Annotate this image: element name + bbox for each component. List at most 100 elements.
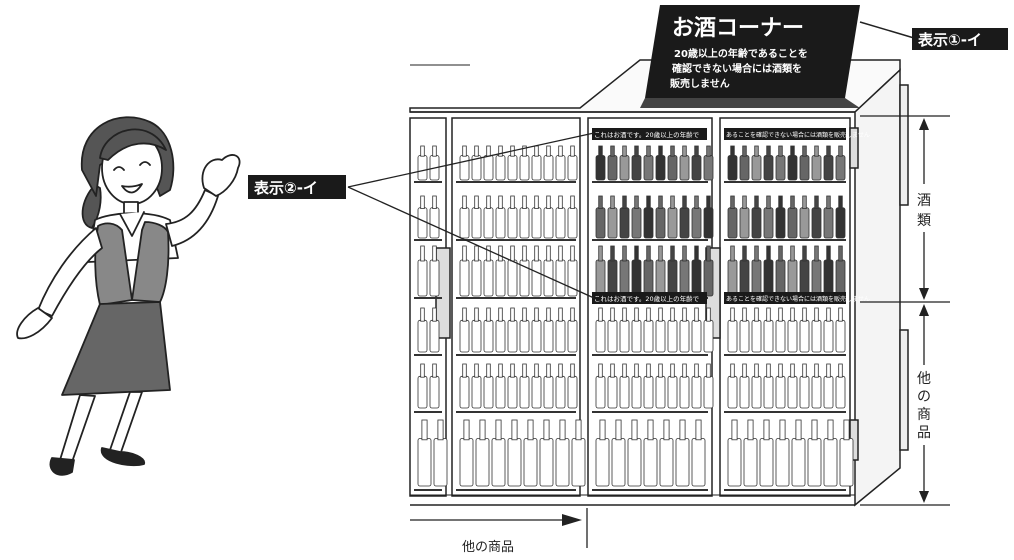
bottle-neck <box>814 307 819 322</box>
bottle-neck <box>432 195 437 210</box>
bottle-neck <box>522 145 527 157</box>
bottle-neck <box>843 419 850 441</box>
bottle <box>471 207 482 239</box>
bottle-neck <box>790 195 795 210</box>
bottle <box>835 207 846 239</box>
bottle <box>429 375 440 409</box>
bottle-neck <box>546 245 551 262</box>
bottle-neck <box>522 363 527 378</box>
bottle-neck <box>730 145 735 157</box>
bottle <box>799 319 810 353</box>
bottle-neck <box>420 363 425 378</box>
bottle-neck <box>534 363 539 378</box>
bottle-neck <box>558 195 563 210</box>
bottle <box>835 375 846 409</box>
bottle <box>595 207 606 239</box>
bottle-neck <box>754 145 759 157</box>
bottle-neck <box>670 195 675 210</box>
bottle <box>495 375 506 409</box>
bottle-neck <box>498 363 503 378</box>
label-display-2: 表示②-イ <box>248 132 595 299</box>
bottle-neck <box>682 145 687 157</box>
bottle <box>679 259 690 297</box>
sign-notice-line2: 確認できない場合には酒類を <box>672 62 802 75</box>
bottle <box>835 319 846 353</box>
bottle <box>555 259 566 297</box>
bottle-neck <box>543 419 550 441</box>
bottle-neck <box>658 245 663 262</box>
bottle-neck <box>694 245 699 262</box>
bottle-neck <box>682 307 687 322</box>
bottle <box>567 155 578 181</box>
bottle <box>555 438 570 487</box>
bottle-neck <box>546 307 551 322</box>
bottle <box>507 155 518 181</box>
bottle-neck <box>778 307 783 322</box>
bottle-neck <box>827 419 834 441</box>
bottle-neck <box>420 195 425 210</box>
leader-line-display-2-lower <box>347 186 595 299</box>
bottle <box>751 319 762 353</box>
bottle-neck <box>790 363 795 378</box>
bottle <box>703 259 714 297</box>
bottle <box>507 438 522 487</box>
shelf-strip-top-right-text: あることを確認できない場合には酒類を販売しません <box>726 131 870 139</box>
shelf-strip-top-left-text: これはお酒です。20歳以上の年齢で <box>594 130 700 139</box>
bottle <box>523 438 538 487</box>
bottle <box>823 375 834 409</box>
bottle <box>703 155 714 181</box>
bottle-neck <box>474 145 479 157</box>
bottle-neck <box>420 145 425 157</box>
label-display-1: 表示①-イ <box>859 21 1008 50</box>
bottle-neck <box>730 363 735 378</box>
bottle <box>539 438 554 487</box>
bottle-neck <box>463 419 470 441</box>
bottle-neck <box>754 245 759 262</box>
bottle <box>727 259 738 297</box>
bottle-neck <box>682 363 687 378</box>
bottle-neck <box>790 245 795 262</box>
bottle <box>655 207 666 239</box>
bottle <box>417 375 428 409</box>
bottle <box>655 155 666 181</box>
bottle <box>691 207 702 239</box>
bottle-neck <box>462 245 467 262</box>
bottle <box>655 375 666 409</box>
bottle <box>619 319 630 353</box>
bottle <box>507 259 518 297</box>
bottle <box>607 375 618 409</box>
bottle <box>787 319 798 353</box>
bottle <box>667 155 678 181</box>
bottle-neck <box>826 195 831 210</box>
bottle-neck <box>694 145 699 157</box>
bottle <box>631 259 642 297</box>
sign-notice-line1: 20歳以上の年齢であることを <box>674 47 808 60</box>
bottle-neck <box>694 363 699 378</box>
bottle-neck <box>420 245 425 262</box>
bottle-neck <box>598 363 603 378</box>
bottle-neck <box>598 145 603 157</box>
bottle-neck <box>534 195 539 210</box>
bottle <box>739 259 750 297</box>
sign-notice-line3: 販売しません <box>670 77 730 90</box>
bottle <box>727 375 738 409</box>
bottle <box>491 438 506 487</box>
bottle-neck <box>615 419 622 441</box>
bottle <box>543 155 554 181</box>
bottle <box>743 438 758 487</box>
bottle <box>799 207 810 239</box>
bottle <box>495 319 506 353</box>
bottle <box>519 375 530 409</box>
bottle-neck <box>694 195 699 210</box>
bottle <box>417 438 432 487</box>
bottle <box>567 259 578 297</box>
bottle-neck <box>474 195 479 210</box>
bottle-neck <box>486 363 491 378</box>
bottle-neck <box>706 245 711 262</box>
bottle <box>691 155 702 181</box>
bottle <box>531 375 542 409</box>
bottle-neck <box>682 245 687 262</box>
bottle <box>739 155 750 181</box>
bottle-neck <box>766 145 771 157</box>
bottle <box>417 207 428 239</box>
